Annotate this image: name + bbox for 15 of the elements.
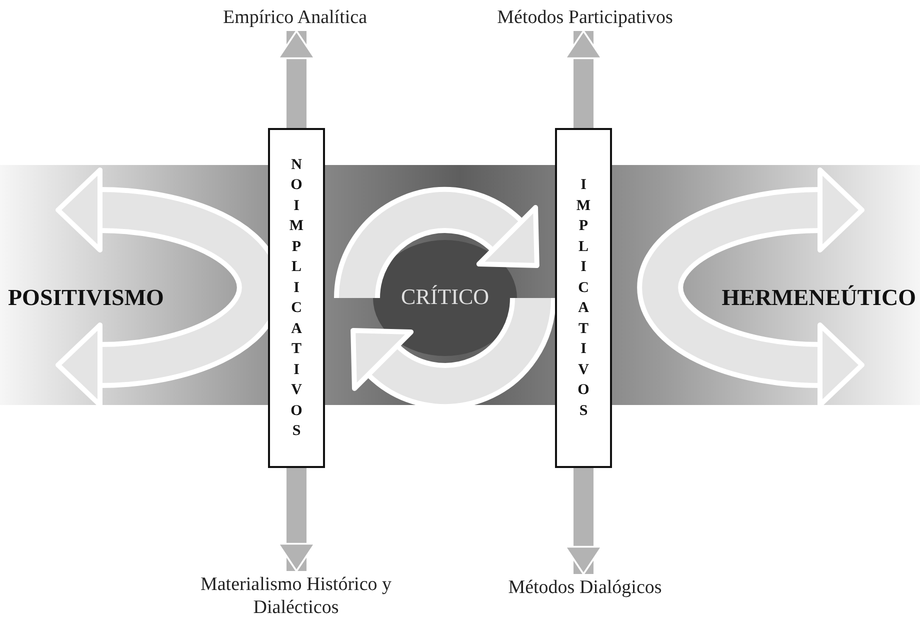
method-label: Materialismo Histórico y Dialécticos [199,573,393,619]
method-label: Métodos Participativos [496,6,674,29]
arrow [564,30,603,128]
paradigm-label: POSITIVISMO [8,284,165,311]
vertical-label: NO IMPLICATIVOS [289,156,304,441]
arrow [277,468,316,572]
paradigm-label: CRÍTICO [400,284,490,310]
category-box [555,128,612,468]
arrow [564,468,603,575]
paradigm-label: HERMENEÚTICO [720,284,916,311]
category-box [268,128,325,468]
vertical-label: IMPLICATIVOS [576,176,591,420]
method-label: Métodos Dialógicos [507,576,663,599]
arrow [277,30,316,128]
method-label: Empírico Analítica [222,6,368,29]
